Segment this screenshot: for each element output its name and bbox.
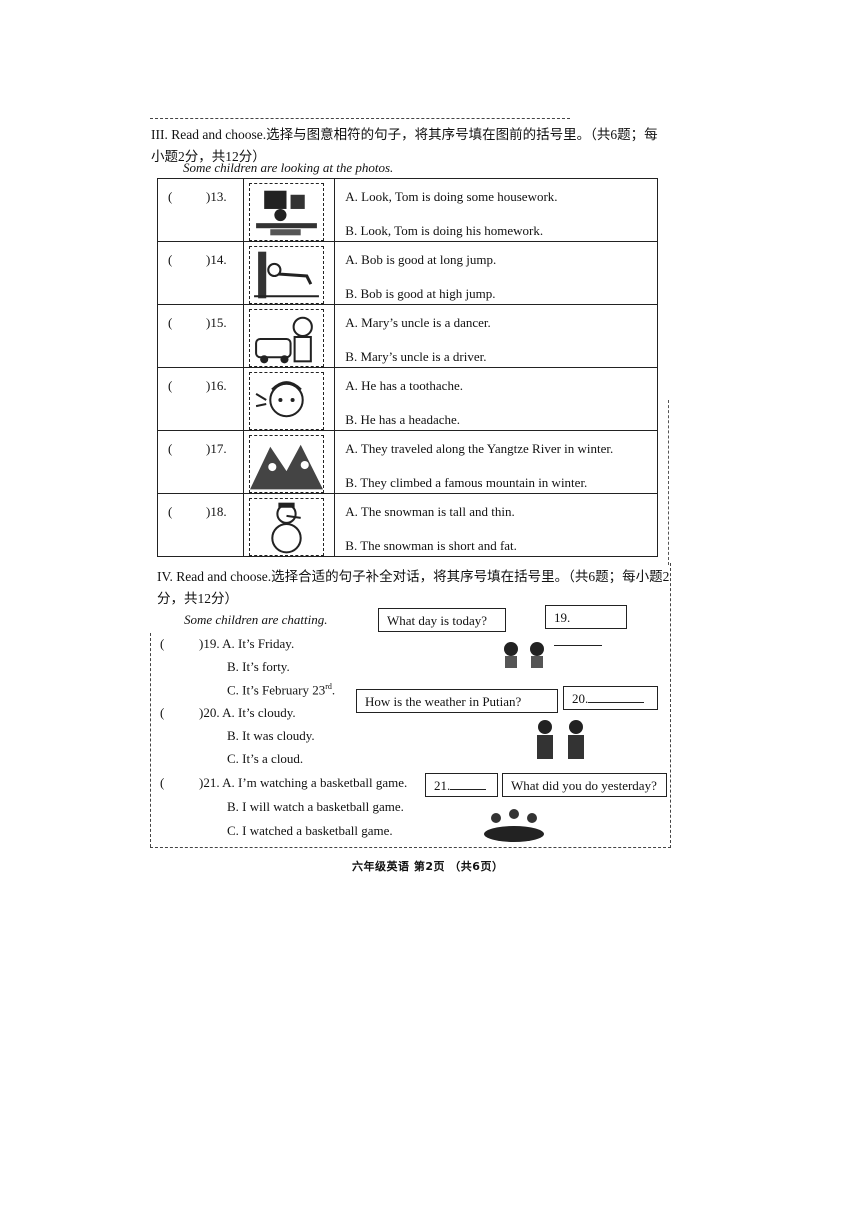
options-cell: A. He has a toothache. B. He has a headac… [334,367,658,431]
q20-option-a: )20. A. It’s cloudy. [199,705,296,720]
two-kids-chatting-icon [495,640,555,674]
question-number: )16. [206,378,227,393]
answer-paren[interactable]: ( [168,189,173,204]
option-b: B. Bob is good at high jump. [345,286,496,301]
section3-subtitle: Some children are looking at the photos. [183,160,394,175]
question-row: ( )13. A. Look, Tom is doing some housewor… [157,178,658,242]
answer-cell[interactable]: ( )15. [157,304,244,368]
picture-cell [242,241,336,305]
bubble-21-answer[interactable]: 21. [425,773,498,797]
option-a: A. Mary’s uncle is a dancer. [345,315,491,330]
two-adults-chatting-icon [530,718,592,760]
kids-at-table-icon [480,808,548,844]
top-dashed-divider [150,118,570,119]
section4-left-border [150,633,151,847]
option-b: B. Mary’s uncle is a driver. [345,349,487,364]
q20-paren[interactable]: ( [160,705,165,720]
question-number: )15. [206,315,227,330]
options-cell: A. Bob is good at long jump. B. Bob is go… [334,241,658,305]
answer-paren[interactable]: ( [168,252,173,267]
options-cell: A. Mary’s uncle is a dancer. B. Mary’s un… [334,304,658,368]
high-jump-icon [248,246,324,304]
q21-option-a: )21. A. I’m watching a basketball game. [199,775,408,790]
answer-paren[interactable]: ( [168,441,173,456]
question-number: )18. [206,504,227,519]
option-a: A. They traveled along the Yangtze River… [345,441,614,456]
answer-cell[interactable]: ( )16. [157,367,244,431]
picture-cell [242,178,336,242]
question-row: ( )16. A. He has a toothache. B. He has a h… [157,367,658,431]
question-number: )14. [206,252,227,267]
headache-icon [248,372,324,430]
bubble-what-day: What day is today? [378,608,506,632]
bubble-19-answer[interactable]: 19. [545,605,627,646]
option-b: B. The snowman is short and fat. [345,538,517,553]
q19-paren[interactable]: ( [160,636,165,651]
option-a: A. He has a toothache. [345,378,463,393]
question-number: )17. [206,441,227,456]
snowman-icon [248,498,324,556]
q20-option-b: B. It was cloudy. [227,728,315,743]
question-row: ( )15. A. Mary’s uncle is a dancer. B. Mary… [157,304,658,368]
q20-option-c: C. It’s a cloud. [227,751,304,766]
section4-title: IV. Read and choose.选择合适的句子补全对话，将其序号填在括号… [157,569,670,606]
right-dashed-edge [668,400,669,565]
question-row: ( )14. A. Bob is good at long jump. B. Bob … [157,241,658,305]
answer-cell[interactable]: ( )14. [157,241,244,305]
q19-option-b: B. It’s forty. [227,659,290,674]
option-a: A. Bob is good at long jump. [345,252,497,267]
answer-paren[interactable]: ( [168,315,173,330]
option-b: B. Look, Tom is doing his homework. [345,223,544,238]
answer-cell[interactable]: ( )13. [157,178,244,242]
picture-cell [242,430,336,494]
bubble-what-did-you-do: What did you do yesterday? [502,773,667,797]
options-cell: A. The snowman is tall and thin. B. The s… [334,493,658,557]
question-number: )13. [206,189,227,204]
question-row: ( )17. A. They traveled along the Yangtze … [157,430,658,494]
answer-cell[interactable]: ( )17. [157,430,244,494]
q21-option-c: C. I watched a basketball game. [227,823,393,838]
boy-at-desk-icon [248,183,324,241]
mountain-climb-icon [248,435,324,493]
option-b: B. He has a headache. [345,412,461,427]
bubble-weather: How is the weather in Putian? [356,689,558,713]
options-cell: A. Look, Tom is doing some housework. B. … [334,178,658,242]
page-footer: 六年级英语 第2页 （共6页） [352,860,504,873]
option-b: B. They climbed a famous mountain in win… [345,475,588,490]
picture-cell [242,304,336,368]
section4-subtitle: Some children are chatting. [184,612,328,627]
option-a: A. Look, Tom is doing some housework. [345,189,558,204]
answer-paren[interactable]: ( [168,378,173,393]
q19-option-a: )19. A. It’s Friday. [199,636,295,651]
section3-title: III. Read and choose.选择与图意相符的句子，将其序号填在图前… [151,127,658,164]
answer-cell[interactable]: ( )18. [157,493,244,557]
picture-cell [242,493,336,557]
q21-paren[interactable]: ( [160,775,165,790]
bubble-20-answer[interactable]: 20. [563,686,658,710]
answer-paren[interactable]: ( [168,504,173,519]
options-cell: A. They traveled along the Yangtze River… [334,430,658,494]
question-row: ( )18. A. The snowman is tall and thin. B. … [157,493,658,557]
q19-option-c: C. It’s February 23rd. [227,682,336,698]
option-a: A. The snowman is tall and thin. [345,504,515,519]
q21-option-b: B. I will watch a basketball game. [227,799,404,814]
driver-car-icon [248,309,324,367]
picture-cell [242,367,336,431]
section3-table: ( )13. A. Look, Tom is doing some housewor… [157,178,658,557]
section4-border [150,563,671,848]
